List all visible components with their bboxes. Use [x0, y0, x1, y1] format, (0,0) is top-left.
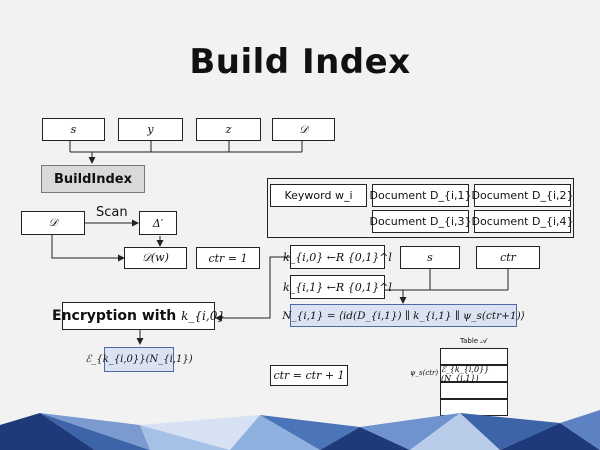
document-set-box: 𝒟 [21, 211, 85, 235]
key-k0-box: k_{i,0} ←R {0,1}^l [283, 245, 392, 269]
seed-s-box: s [400, 246, 460, 269]
input-d: 𝒟 [272, 118, 335, 141]
key-k1-box: k_{i,1} ←R {0,1}^l [283, 275, 392, 299]
document-d-i-3: Document D_{i,3} [370, 210, 472, 233]
encryption-box: Encryption with k_{i,0} [52, 302, 225, 330]
footer-decoration [0, 410, 600, 450]
table-a-row-filled: ℰ_{k_{i,0}}(N_{i,1}) [440, 365, 508, 383]
table-a-row [440, 382, 508, 399]
encryption-label: Encryption with [52, 308, 177, 324]
scan-label: Scan [96, 205, 128, 220]
ctr-box: ctr [476, 246, 540, 269]
document-d-i-2: Document D_{i,2} [472, 184, 574, 207]
build-index-box: BuildIndex [41, 165, 145, 193]
document-d-i-1: Document D_{i,1} [370, 184, 472, 207]
table-a-title: Table 𝒜 [460, 337, 487, 345]
ciphertext-box: ℰ_{k_{i,0}}(N_{i,1}) [85, 347, 193, 372]
encryption-key: k_{i,0} [181, 309, 225, 323]
delta-prime-box: Δ′ [139, 211, 177, 235]
keyword-header: Keyword w_i [270, 184, 367, 207]
document-d-i-4: Document D_{i,4} [472, 210, 574, 233]
table-row-label: ψ_s(ctr) [410, 369, 439, 377]
table-a-row [440, 348, 508, 365]
d-of-w-box: 𝒟(w) [124, 247, 187, 269]
input-z: z [196, 118, 261, 141]
input-s: s [42, 118, 105, 141]
node-formula-box: N_{i,1} = ⟨id(D_{i,1}) ∥ k_{i,1} ∥ ψ_s(c… [282, 304, 525, 327]
input-y: y [118, 118, 183, 141]
ctr-init-box: ctr = 1 [196, 247, 260, 269]
ctr-increment-box: ctr = ctr + 1 [270, 365, 348, 386]
page-title: Build Index [189, 42, 411, 82]
